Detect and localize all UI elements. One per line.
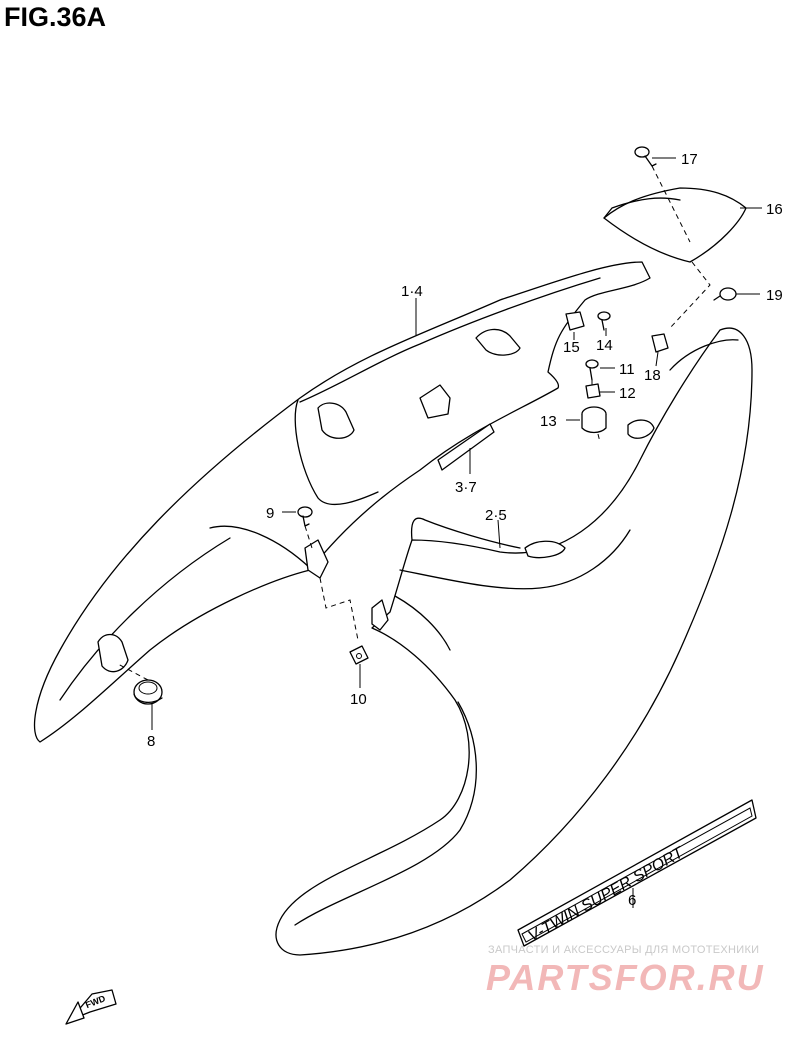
strip-part-3-7 — [437, 423, 495, 471]
fwd-arrow: FWD — [65, 989, 117, 1025]
tail-cover-part-16 — [603, 187, 747, 263]
clip-part-18 — [651, 333, 669, 353]
label-part-13: 13 — [540, 413, 557, 430]
watermark: ЗАПЧАСТИ И АКСЕССУАРЫ ДЛЯ МОТОТЕХНИКИ PA… — [486, 944, 765, 998]
label-part-14: 14 — [596, 337, 613, 354]
label-part-2-5: 2·5 — [485, 507, 507, 524]
assembly-lines — [117, 165, 711, 681]
label-part-6: 6 — [628, 892, 636, 909]
screw-part-14 — [597, 311, 611, 331]
screw-part-17 — [634, 146, 657, 167]
bracket-part-15 — [565, 311, 585, 331]
decal-text: V-TWIN SUPER SPORT — [526, 844, 688, 946]
part-labels: 1·4 2·5 3·7 6 8 9 10 11 12 13 14 15 16 1… — [147, 151, 783, 909]
label-part-18: 18 — [644, 367, 661, 384]
tail-cowl-right-part-2-5 — [275, 327, 753, 956]
label-part-8: 8 — [147, 733, 155, 750]
cushion-part-13 — [581, 406, 607, 434]
screw-part-11 — [585, 359, 599, 381]
tail-cowl-left-part-1-4 — [33, 261, 651, 743]
label-part-19: 19 — [766, 287, 783, 304]
label-part-16: 16 — [766, 201, 783, 218]
leader-lines — [151, 157, 762, 908]
watermark-line1: ЗАПЧАСТИ И АКСЕССУАРЫ ДЛЯ МОТОТЕХНИКИ — [488, 944, 759, 956]
grommet-part-8 — [133, 679, 163, 705]
label-part-12: 12 — [619, 385, 636, 402]
label-part-11: 11 — [619, 361, 635, 378]
label-part-9: 9 — [266, 505, 274, 522]
label-part-1-4: 1·4 — [401, 283, 423, 300]
nut-clip-part-10 — [349, 645, 369, 665]
label-part-3-7: 3·7 — [455, 479, 477, 496]
rivet-part-19 — [713, 287, 737, 301]
label-part-15: 15 — [563, 339, 580, 356]
label-part-17: 17 — [681, 151, 698, 168]
watermark-logo: PARTSFOR.RU — [486, 957, 765, 998]
bush-part-12 — [585, 383, 601, 399]
figure-title: FIG.36A — [4, 2, 107, 32]
label-part-10: 10 — [350, 691, 367, 708]
screw-part-9 — [297, 506, 313, 527]
